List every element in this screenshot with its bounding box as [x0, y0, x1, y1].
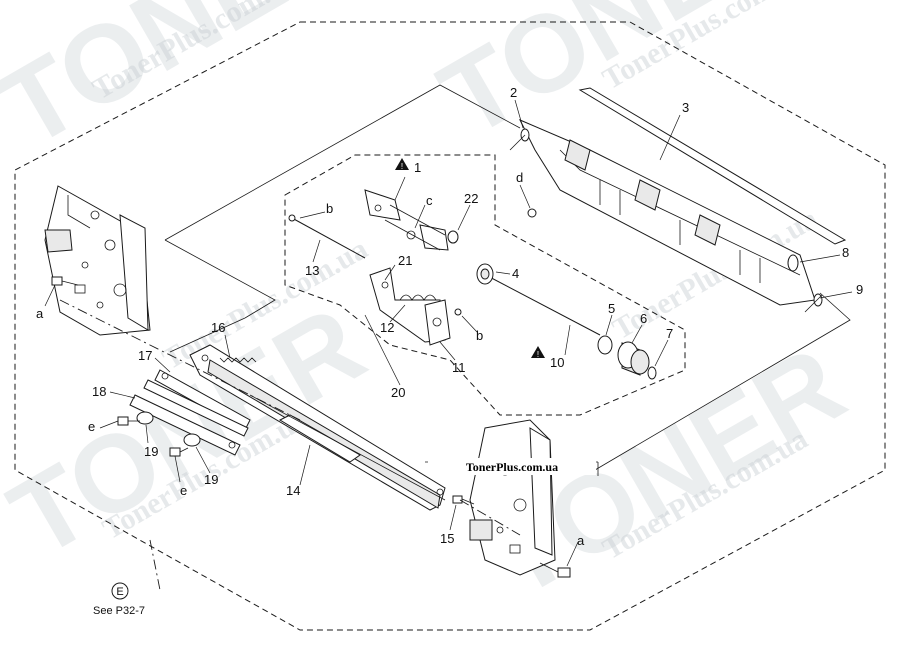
- callout-5: 5: [608, 301, 615, 316]
- left-frame-plate: [44, 185, 151, 336]
- part-6-roller: [597, 335, 657, 380]
- callout-2: 2: [510, 85, 517, 100]
- callout-10: 10: [550, 355, 564, 370]
- reference-text: See P32-7: [93, 605, 145, 617]
- callout-15: 15: [440, 531, 454, 546]
- reference-letter: E: [116, 586, 123, 598]
- callout-7: 7: [666, 326, 673, 341]
- warning-icon: !: [395, 158, 409, 171]
- callout-6: 6: [640, 311, 647, 326]
- part-16-spring: [219, 357, 257, 363]
- callout-b: b: [326, 201, 333, 216]
- svg-text:!: !: [401, 162, 403, 171]
- brand-label: TonerPlus.com.ua: [466, 460, 558, 474]
- screws-a: [51, 276, 571, 578]
- callout-3: 3: [682, 100, 689, 115]
- part-13-shaft: [288, 214, 366, 259]
- callout-d: d: [516, 170, 523, 185]
- callout-12: 12: [380, 320, 394, 335]
- screw-15: [452, 495, 475, 505]
- part-3-upper-guide: [518, 87, 847, 306]
- callout-20: 20: [391, 385, 405, 400]
- callout-4: 4: [512, 266, 519, 281]
- leader-lines: [44, 99, 853, 591]
- see-reference: E See P32-7: [93, 582, 145, 617]
- callout-13: 13: [305, 263, 319, 278]
- callout-1: 1: [414, 160, 421, 175]
- part-10-shaft: [476, 208, 601, 336]
- inner-subassembly-boundary: [284, 154, 686, 416]
- callout-16: 16: [211, 320, 225, 335]
- callout-19: 19: [204, 472, 218, 487]
- callout-a: a: [36, 306, 44, 321]
- callout-a: a: [577, 533, 585, 548]
- callout-9: 9: [856, 282, 863, 297]
- right-frame-plate: [469, 419, 556, 576]
- callout-14: 14: [286, 483, 300, 498]
- part-21-11-lever: [369, 267, 462, 346]
- callout-21: 21: [398, 253, 412, 268]
- callout-22: 22: [464, 191, 478, 206]
- callout-e: e: [88, 419, 95, 434]
- svg-text:!: !: [537, 350, 539, 359]
- part-1-bracket: [364, 189, 459, 251]
- callout-b: b: [476, 328, 483, 343]
- part-17-18-link-arms: [129, 369, 251, 456]
- callout-18: 18: [92, 384, 106, 399]
- callout-11: 11: [452, 360, 466, 375]
- callout-labels: 1 2 3 4 5 6 7 8 9 10 11 12 13 14 15 16 1…: [36, 85, 863, 548]
- callout-c: c: [426, 193, 433, 208]
- warning-icon: !: [531, 346, 545, 359]
- callout-19: 19: [144, 444, 158, 459]
- washers-and-screws: [117, 411, 201, 457]
- part-14-rail: [189, 344, 446, 511]
- outer-assembly-boundary: [14, 21, 886, 631]
- callout-8: 8: [842, 245, 849, 260]
- warning-icons: ! !: [395, 158, 545, 359]
- callout-e: e: [180, 483, 187, 498]
- callout-17: 17: [138, 348, 152, 363]
- brand-strip: TonerPlus.com.ua: [428, 458, 596, 475]
- small-pins: [509, 128, 823, 313]
